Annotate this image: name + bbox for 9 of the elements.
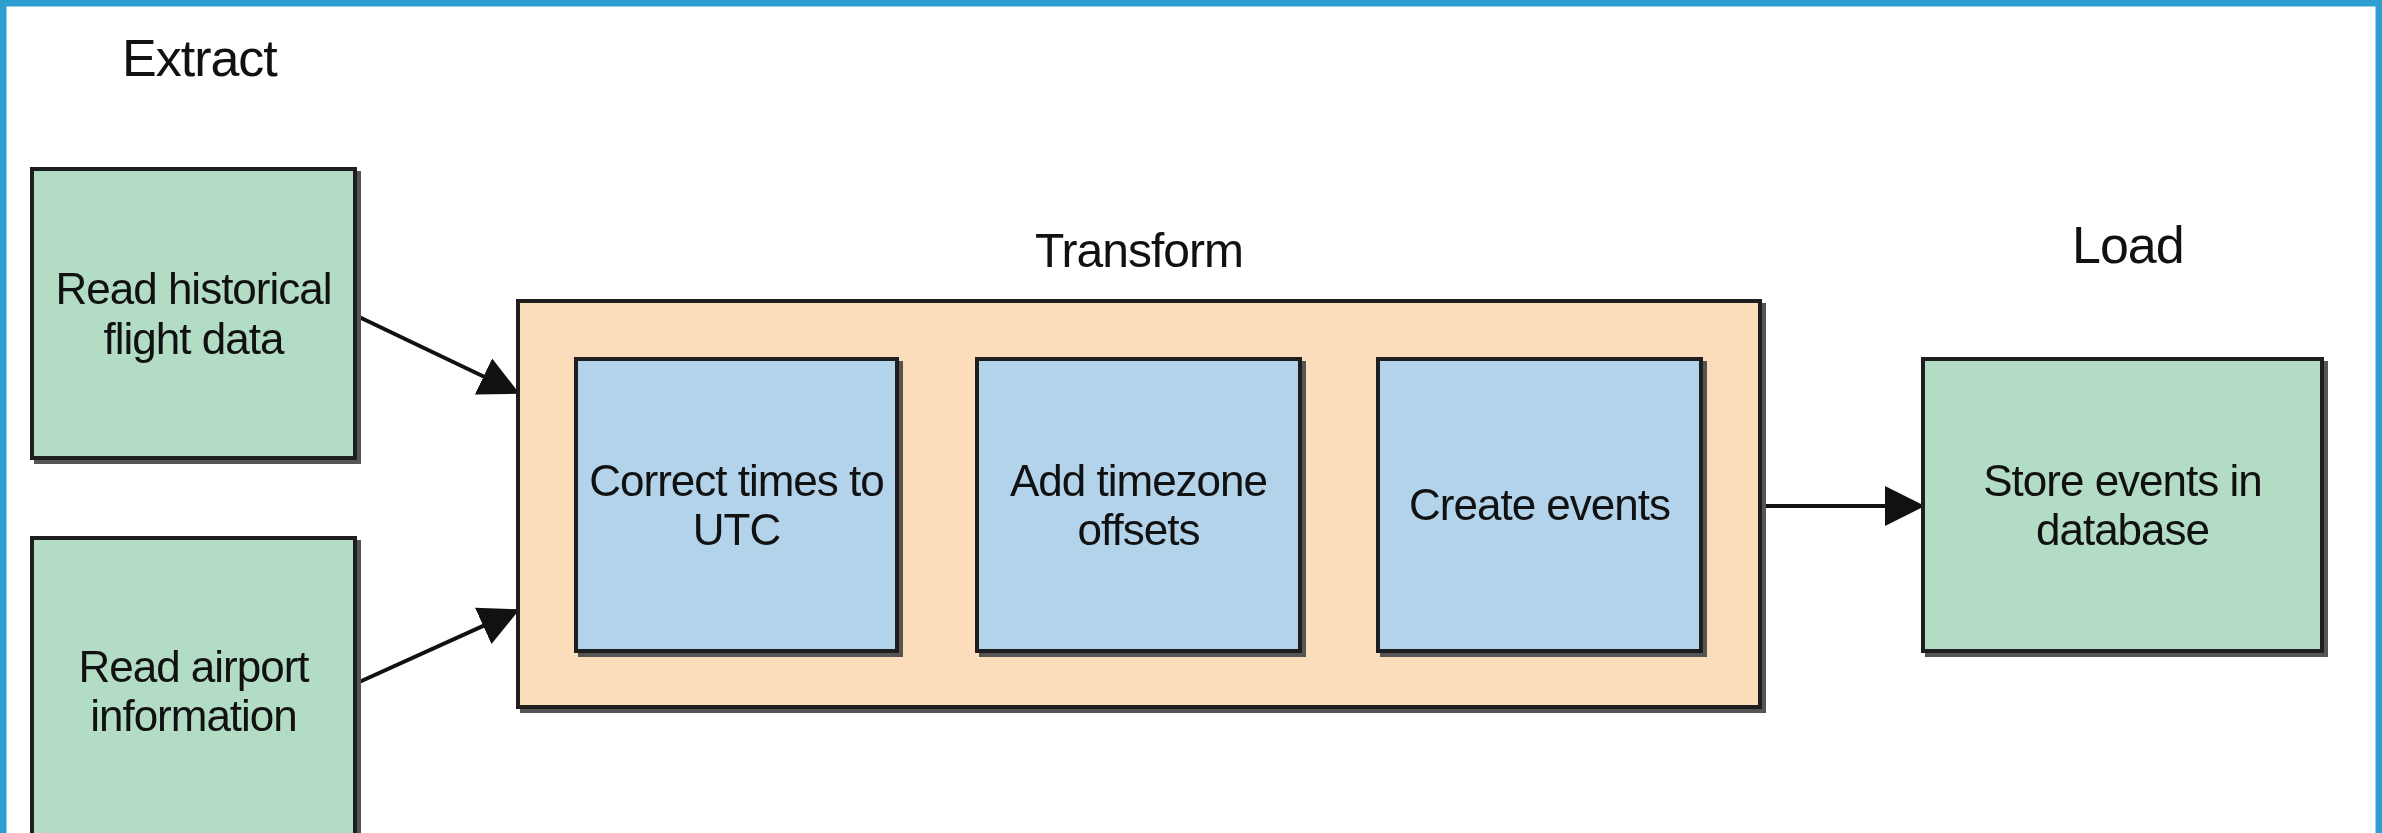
box-text: Create events [1408,480,1671,530]
stage-label: Load [2072,215,2184,275]
group-heading: Transform [1034,223,1244,278]
stage-label: Extract [122,28,277,88]
box-text: Read airport information [77,641,311,741]
box-text: Store events in database [1982,455,2263,555]
box-text: Read historical flight data [54,264,333,363]
box-text: Add timezone offsets [1008,455,1269,555]
box-text: Correct times to UTC [588,455,885,555]
